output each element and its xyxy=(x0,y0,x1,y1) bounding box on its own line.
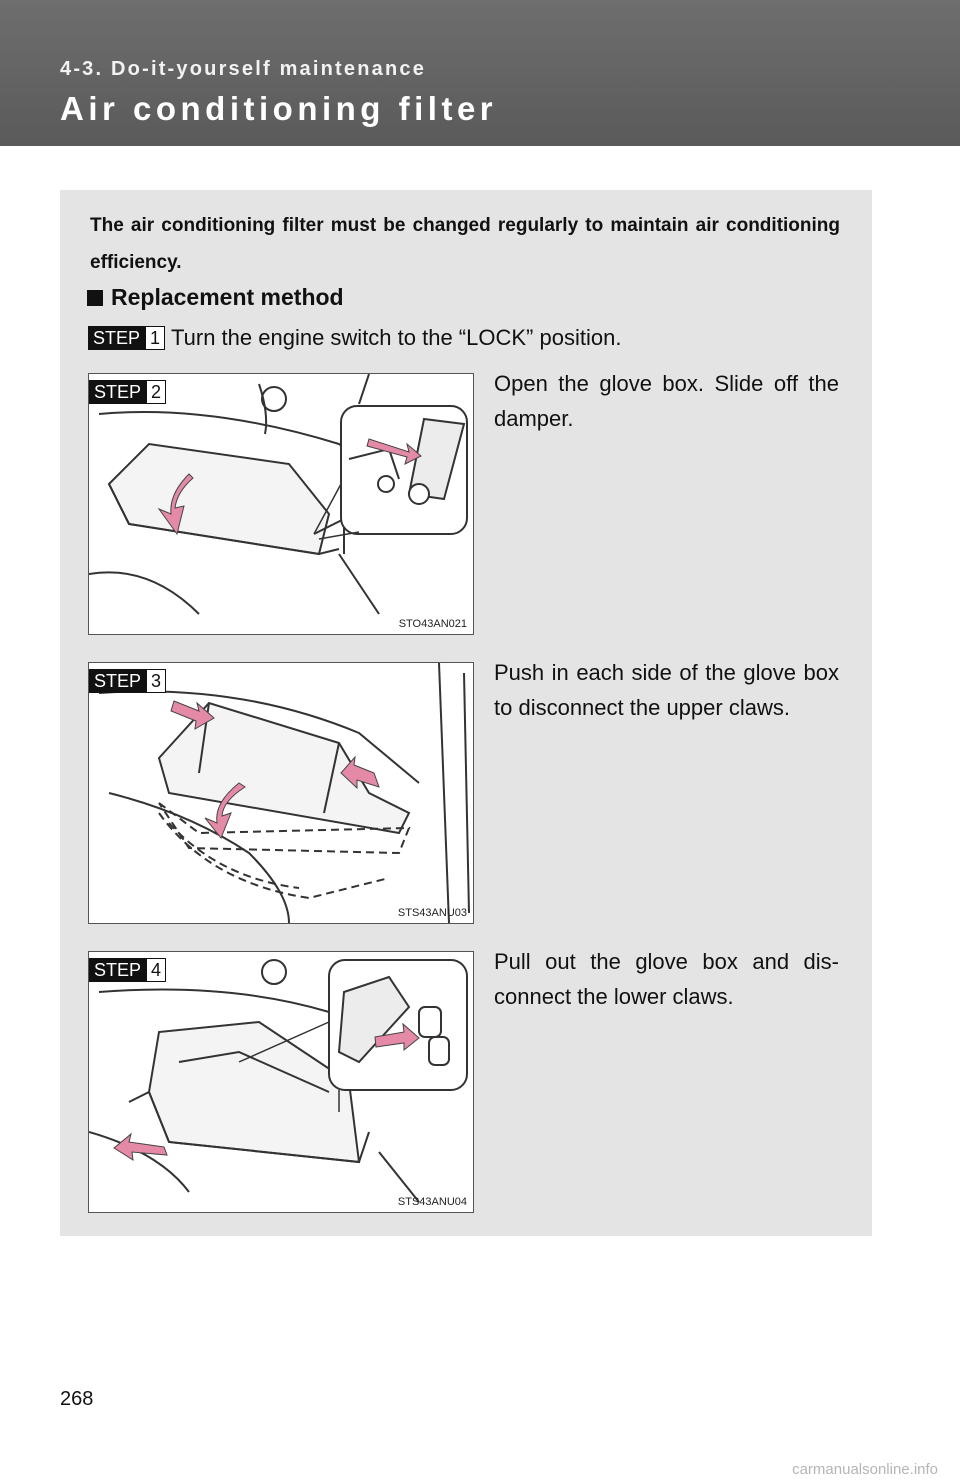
step-badge: STEP 1 xyxy=(88,326,166,350)
subheading: Replacement method xyxy=(87,284,344,311)
step-2-illustration: STEP 2 STO43AN021 xyxy=(88,373,474,635)
step-2-text: Open the glove box. Slide off the damper… xyxy=(494,371,839,431)
page-number: 268 xyxy=(60,1388,94,1410)
step-4-text: Pull out the glove box and dis-connect t… xyxy=(494,949,839,1009)
subheading-label: Replacement method xyxy=(111,284,344,310)
step-1-text: Turn the engine switch to the “LOCK” pos… xyxy=(171,325,622,350)
step-3-text: Push in each side of the glove box to di… xyxy=(494,660,839,720)
watermark: carmanualsonline.info xyxy=(792,1461,938,1478)
section-header: 4-3. Do-it-yourself maintenance Air cond… xyxy=(0,0,960,146)
figure-code: STS43ANU03 xyxy=(397,907,467,919)
figure-code: STO43AN021 xyxy=(398,618,467,630)
step-3-illustration: STEP 3 STS43ANU03 xyxy=(88,662,474,924)
step-4-illustration: STEP 4 STS43ANU04 xyxy=(88,951,474,1213)
step-badge: STEP 4 xyxy=(89,958,167,982)
figure-code: STS43ANU04 xyxy=(397,1196,467,1208)
step-badge: STEP 3 xyxy=(89,669,167,693)
glove-box-open-drawing xyxy=(89,374,468,615)
step-badge: STEP 2 xyxy=(89,380,167,404)
section-label: 4-3. Do-it-yourself maintenance xyxy=(60,58,427,80)
page-title: Air conditioning filter xyxy=(60,90,498,127)
glove-box-claws-drawing xyxy=(98,663,470,923)
intro-text: The air conditioning filter must be chan… xyxy=(90,215,840,273)
square-bullet-icon xyxy=(87,289,103,306)
step-1: STEP 1 Turn the engine switch to the “LO… xyxy=(88,325,621,351)
glove-box-removal-drawing xyxy=(89,959,468,1203)
